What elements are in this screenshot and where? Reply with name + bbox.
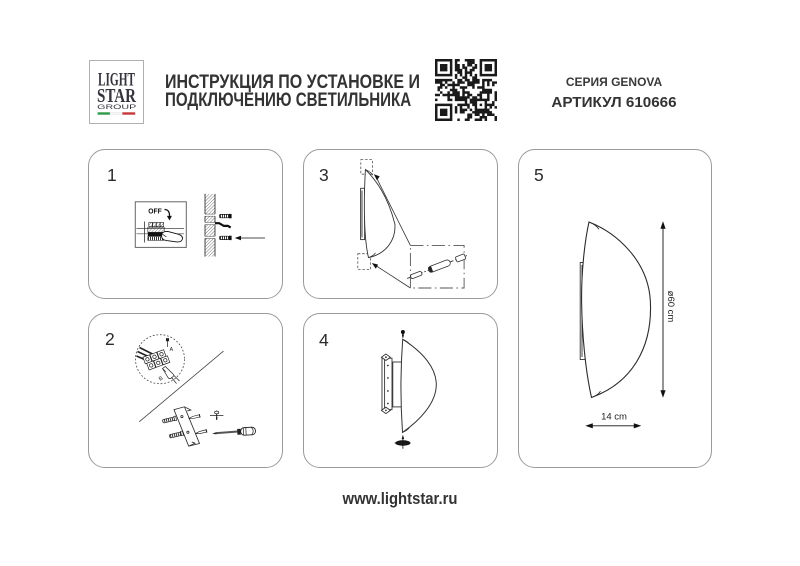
svg-text:A: A xyxy=(170,347,174,353)
svg-text:OFF: OFF xyxy=(148,209,162,216)
svg-text:GROUP: GROUP xyxy=(97,104,136,111)
svg-text:B: B xyxy=(158,375,164,382)
svg-text:STAR: STAR xyxy=(97,85,136,107)
svg-text:ø60 cm: ø60 cm xyxy=(665,291,676,323)
svg-text:14 cm: 14 cm xyxy=(601,412,627,423)
svg-text:LIGHT: LIGHT xyxy=(98,71,135,91)
